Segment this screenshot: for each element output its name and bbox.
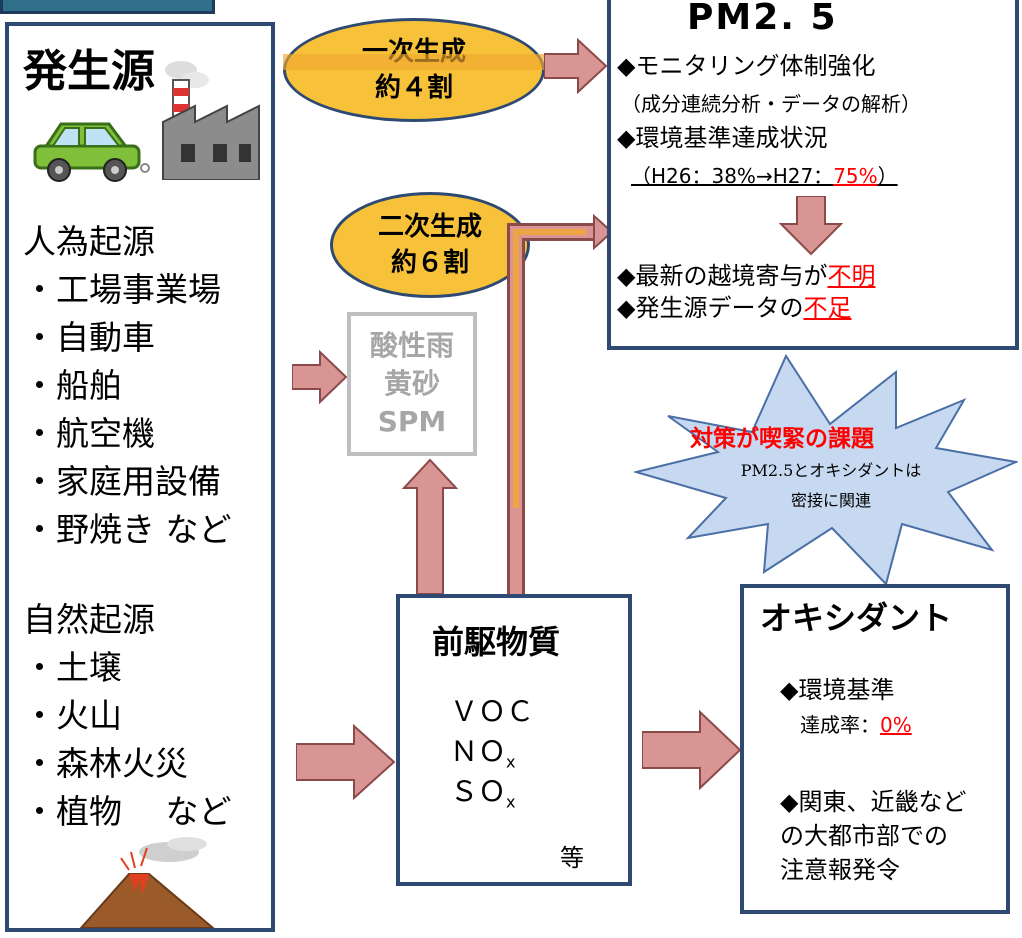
pm25-down-arrow [779, 196, 843, 256]
pm25-box: PM2. 5 ◆モニタリング体制強化 （成分連続分析・データの解析） ◆環境基準… [607, 0, 1019, 350]
precursor-box: 前駆物質 ＶＯＣ ＮＯx ＳＯx 等 [396, 594, 632, 886]
list-item: ・自動車 [23, 318, 155, 357]
pm25-title: PM2. 5 [687, 0, 838, 38]
pm25-issue2: ◆発生源データの不足 [617, 292, 851, 324]
list-item: ・植物 など [23, 792, 232, 831]
factory-icon [155, 58, 267, 184]
pm25-item1: ◆モニタリング体制強化 [617, 52, 876, 80]
primary-connector-line [283, 54, 553, 70]
volcano-icon [77, 834, 217, 932]
acid-line1: 酸性雨 [369, 329, 454, 362]
acid-rain-box: 酸性雨 黄砂 SPM [347, 312, 477, 456]
list-item: ・航空機 [23, 414, 155, 453]
pm25-issue2-prefix: ◆発生源データの [617, 294, 804, 322]
car-icon [31, 112, 151, 188]
list-item: ・家庭用設備 [23, 462, 221, 501]
primary-to-pm25-arrow [544, 38, 608, 94]
burst-title: 対策が喫緊の課題 [690, 426, 874, 452]
list-item: ・火山 [23, 696, 122, 735]
precursor-voc: ＶＯＣ [450, 695, 535, 728]
source-title: 発生源 [23, 46, 155, 97]
oxidant-rate-label: 達成率： [800, 713, 880, 737]
pm25-issue1: ◆最新の越境寄与が不明 [617, 260, 875, 292]
primary-line2: 約４割 [374, 73, 453, 103]
pm25-issue1-red: 不明 [827, 262, 876, 290]
precursor-nox-sub: x [506, 752, 516, 772]
precursor-to-pm25-connector [506, 208, 616, 602]
precursor-to-acid-arrow [402, 458, 458, 594]
pm25-item2: ◆環境基準達成状況 [617, 124, 828, 152]
precursor-sox-text: ＳＯ [450, 775, 507, 808]
oxidant-item2-line3: 注意報発令 [780, 856, 900, 884]
pm25-issue2-red: 不足 [803, 294, 852, 322]
urgent-issue-burst [632, 352, 1020, 590]
burst-line1: PM2.5とオキシダントは [740, 461, 922, 480]
source-to-acid-arrow [292, 350, 348, 404]
precursor-etc: 等 [560, 844, 584, 872]
source-box: 発生源 人為起源 ・工場事業場 ・自動車 ・船舶 [5, 22, 275, 932]
precursor-nox: ＮＯx [450, 732, 515, 783]
list-item: ・工場事業場 [23, 270, 221, 309]
pm25-issue1-prefix: ◆最新の越境寄与が [617, 262, 828, 290]
burst-line2: 密接に関連 [790, 491, 871, 510]
secondary-line1: 二次生成 [377, 212, 482, 242]
natural-heading: 自然起源 [23, 600, 155, 639]
oxidant-rate-value: 0% [880, 713, 912, 737]
oxidant-item1-line2: 達成率：0% [800, 710, 912, 740]
pm25-item2-sub-prefix: （H26：38%→H27： [631, 164, 834, 188]
oxidant-item1-line1: ◆環境基準 [780, 676, 895, 704]
primary-generation-ellipse: 一次生成 約４割 [283, 18, 545, 122]
precursor-to-oxidant-arrow [642, 710, 742, 790]
header-tab-decoration [0, 0, 215, 14]
secondary-line2: 約６割 [390, 248, 469, 278]
oxidant-item2-line1: ◆関東、近畿など [780, 788, 967, 816]
anthropogenic-heading: 人為起源 [23, 222, 155, 261]
source-to-precursor-arrow [296, 724, 396, 800]
list-item: ・土壌 [23, 648, 122, 687]
list-item: ・森林火災 [23, 744, 188, 783]
oxidant-title: オキシダント [760, 599, 953, 637]
secondary-generation-ellipse: 二次生成 約６割 [330, 192, 530, 298]
oxidant-item2-line2: の大都市部での [780, 822, 948, 850]
list-item: ・野焼き など [23, 510, 232, 549]
precursor-sox-sub: x [506, 792, 516, 812]
precursor-title: 前駆物質 [432, 623, 561, 661]
acid-line2: 黄砂 [383, 367, 440, 400]
pm25-item1-sub: （成分連続分析・データの解析） [621, 92, 921, 116]
pm25-item2-sub-suffix: ） [877, 164, 898, 188]
oxidant-box: オキシダント ◆環境基準 達成率：0% ◆関東、近畿など の大都市部での 注意報… [740, 584, 1010, 914]
pm25-item2-sub: （H26：38%→H27：75%） [631, 162, 898, 190]
list-item: ・船舶 [23, 366, 122, 405]
pm25-achievement-value: 75% [833, 164, 878, 188]
precursor-nox-text: ＮＯ [450, 735, 507, 768]
precursor-sox: ＳＯx [450, 772, 515, 823]
acid-line3: SPM [377, 405, 447, 438]
